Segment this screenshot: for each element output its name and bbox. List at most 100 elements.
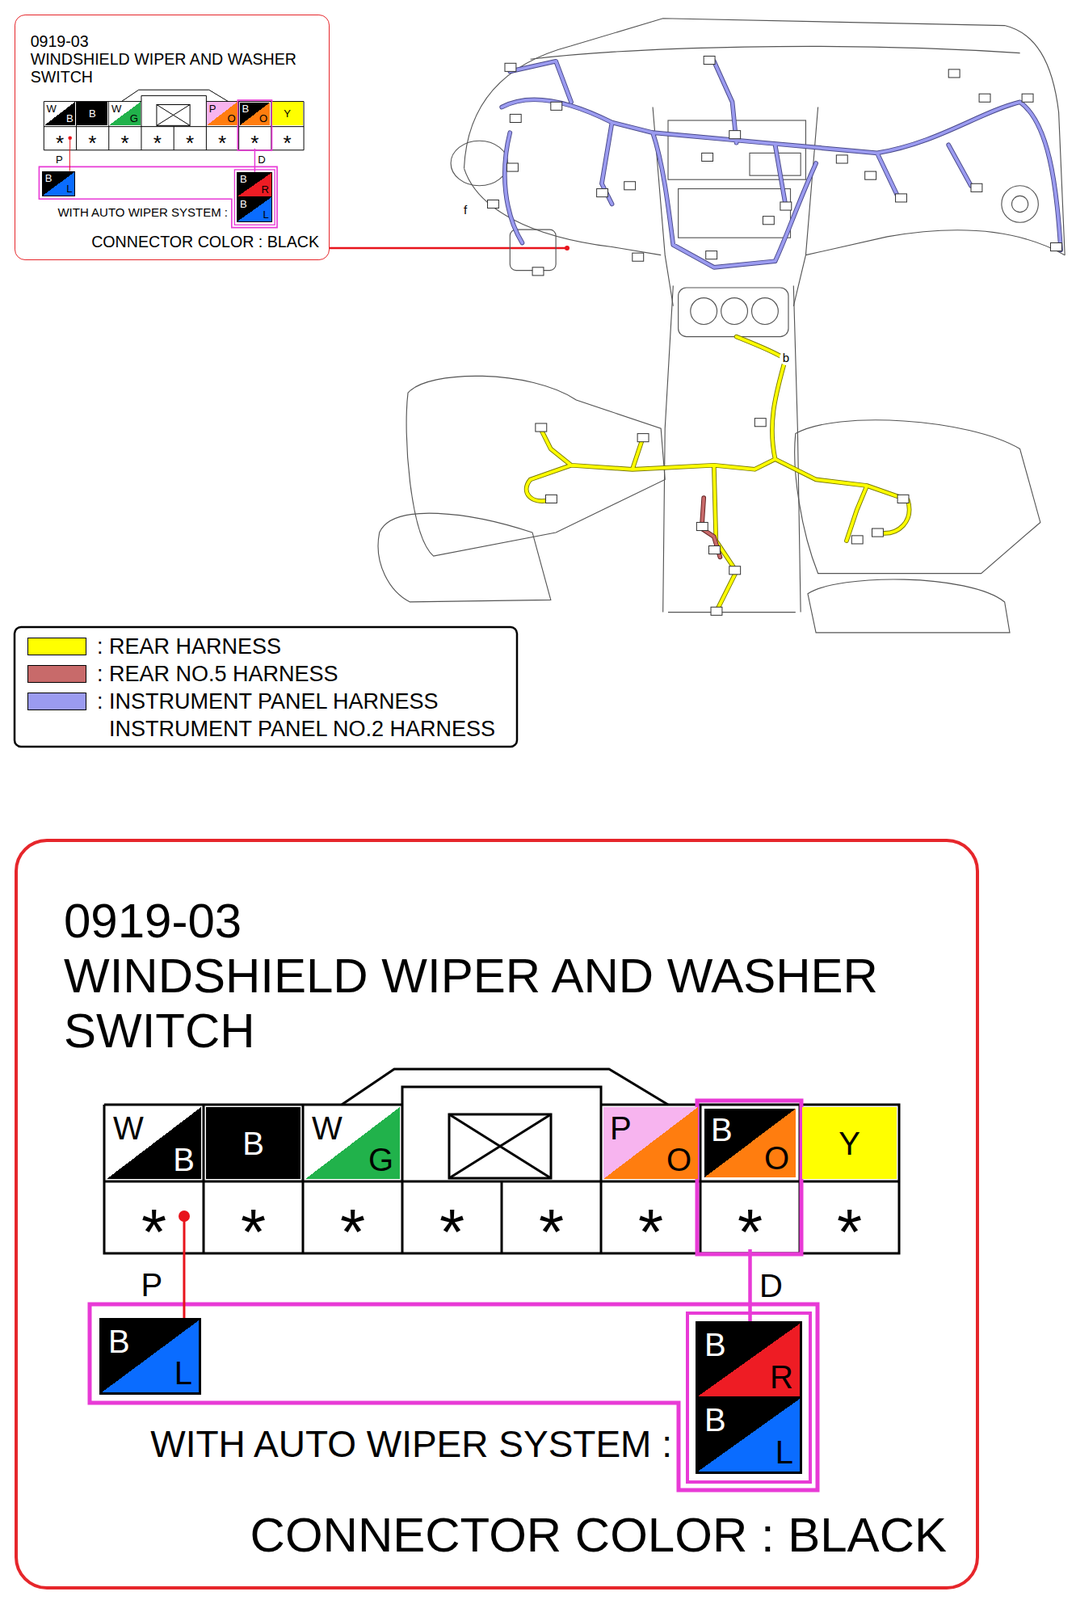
knob bbox=[752, 298, 779, 325]
legend-swatch bbox=[27, 637, 87, 656]
wire-color-code: B bbox=[242, 103, 250, 115]
connector bbox=[701, 152, 714, 161]
callout-text: CONNECTOR COLOR : BLACK bbox=[219, 1506, 947, 1564]
connector bbox=[637, 433, 649, 442]
wire-color-code: P bbox=[609, 1109, 632, 1146]
wire-color-cell: WG bbox=[109, 101, 140, 126]
wire-color-code: O bbox=[764, 1139, 790, 1176]
alternate-wire-color: BL bbox=[236, 196, 272, 222]
body-outline bbox=[378, 18, 1065, 633]
wire-color-code: R bbox=[769, 1358, 794, 1395]
terminal-cell: * bbox=[174, 126, 206, 149]
connector bbox=[535, 423, 547, 432]
terminal-cell: * bbox=[205, 1183, 301, 1251]
connector bbox=[709, 545, 721, 554]
terminal-cell: * bbox=[44, 126, 76, 149]
rear-harness bbox=[526, 336, 910, 613]
connector bbox=[762, 216, 774, 225]
wire-color-code: B bbox=[66, 113, 74, 125]
wire-color-cell: WB bbox=[106, 1106, 202, 1179]
connector bbox=[970, 183, 983, 192]
connector bbox=[507, 163, 519, 172]
terminal-cell: * bbox=[404, 1183, 500, 1251]
dashboard-top bbox=[463, 18, 1065, 256]
wire-color-code: W bbox=[111, 103, 122, 115]
wire-color-cell: WG bbox=[305, 1106, 400, 1179]
pin-function-label: P bbox=[141, 1266, 164, 1303]
terminal-cell: * bbox=[206, 126, 238, 149]
terminal-mark: * bbox=[504, 1199, 599, 1265]
terminal-cell: * bbox=[272, 126, 303, 149]
terminal-mark: * bbox=[142, 132, 173, 154]
legend-text: : INSTRUMENT PANEL HARNESS INSTRUMENT PA… bbox=[96, 687, 509, 743]
wire-color-cell: BO bbox=[704, 1108, 796, 1177]
alternate-wire-color: BL bbox=[695, 1395, 803, 1474]
legend-frame bbox=[14, 626, 517, 747]
terminal-mark: * bbox=[206, 132, 238, 154]
wire-color-cell: PO bbox=[603, 1106, 698, 1179]
connector bbox=[1021, 93, 1034, 102]
harness-wire bbox=[526, 336, 910, 613]
connector bbox=[729, 566, 741, 575]
wire-color-code: W bbox=[113, 1109, 144, 1146]
terminal-mark: * bbox=[305, 1199, 400, 1265]
terminal-mark: * bbox=[174, 132, 206, 154]
terminal-cell: * bbox=[802, 1183, 897, 1251]
wire-color-code: B bbox=[239, 198, 248, 211]
connector bbox=[948, 69, 960, 78]
alternate-wire-color: BL bbox=[99, 1317, 202, 1395]
harness-connectors bbox=[487, 55, 1063, 615]
wire-color-code: B bbox=[45, 172, 53, 185]
connector-drawing-small bbox=[38, 89, 304, 227]
terminal-mark: * bbox=[704, 1199, 796, 1265]
connector bbox=[545, 494, 557, 503]
terminal-cell: * bbox=[305, 1183, 400, 1251]
wire-color-code: B bbox=[710, 1111, 733, 1148]
connector bbox=[703, 55, 715, 64]
vehicle-interior-illustration bbox=[378, 18, 1065, 633]
connector bbox=[979, 93, 991, 102]
right-seat-back bbox=[807, 579, 1010, 633]
wire-color-cell: B bbox=[205, 1106, 301, 1179]
terminal-cell: * bbox=[106, 1183, 202, 1251]
wire-color-code: B bbox=[205, 1125, 301, 1161]
gauge bbox=[450, 140, 509, 186]
wire-link bbox=[69, 148, 71, 171]
terminal-mark: * bbox=[272, 132, 303, 154]
callout-text: WINDSHIELD WIPER AND WASHER SWITCH bbox=[30, 50, 316, 86]
harness-outline bbox=[526, 336, 910, 613]
terminal-mark: * bbox=[239, 132, 270, 154]
connector bbox=[487, 199, 500, 208]
callout-text: WINDSHIELD WIPER AND WASHER SWITCH bbox=[63, 948, 937, 1059]
knob bbox=[721, 298, 749, 325]
wire-color-code: O bbox=[227, 113, 236, 125]
terminal-mark: * bbox=[76, 132, 108, 154]
legend-text: : REAR NO.5 HARNESS bbox=[96, 659, 509, 688]
audio-panel bbox=[678, 189, 791, 239]
alternate-wire-color: BR bbox=[236, 172, 272, 198]
connector bbox=[532, 267, 544, 276]
connector-callout: WBBWGPOBOY********BLBRBL0919-03WINDSHIEL… bbox=[14, 14, 330, 261]
terminal-mark: * bbox=[404, 1199, 500, 1265]
wire-color-code: W bbox=[311, 1109, 343, 1146]
wire-color-cell: PO bbox=[206, 101, 238, 126]
callout-text: 0919-03 bbox=[30, 32, 190, 51]
connector-drawing-large bbox=[89, 1068, 900, 1490]
wire-color-code: L bbox=[263, 209, 269, 221]
vent-inner bbox=[1011, 195, 1028, 212]
terminal-cell: * bbox=[109, 126, 140, 149]
connector bbox=[1050, 242, 1062, 251]
left-seat-back bbox=[378, 512, 551, 602]
wire-color-code: W bbox=[46, 103, 57, 115]
wire-color-cell: WB bbox=[44, 101, 76, 126]
wire-color-code: P bbox=[209, 103, 217, 115]
instrument-panel-harness bbox=[501, 61, 1061, 268]
connector bbox=[710, 606, 723, 615]
connector bbox=[624, 181, 636, 190]
wire-color-code: L bbox=[775, 1433, 794, 1470]
terminal-cell: * bbox=[603, 1183, 698, 1251]
connector bbox=[897, 494, 909, 503]
wire-color-code: B bbox=[76, 108, 108, 120]
wire-color-code: G bbox=[130, 113, 139, 125]
connector bbox=[865, 171, 877, 180]
